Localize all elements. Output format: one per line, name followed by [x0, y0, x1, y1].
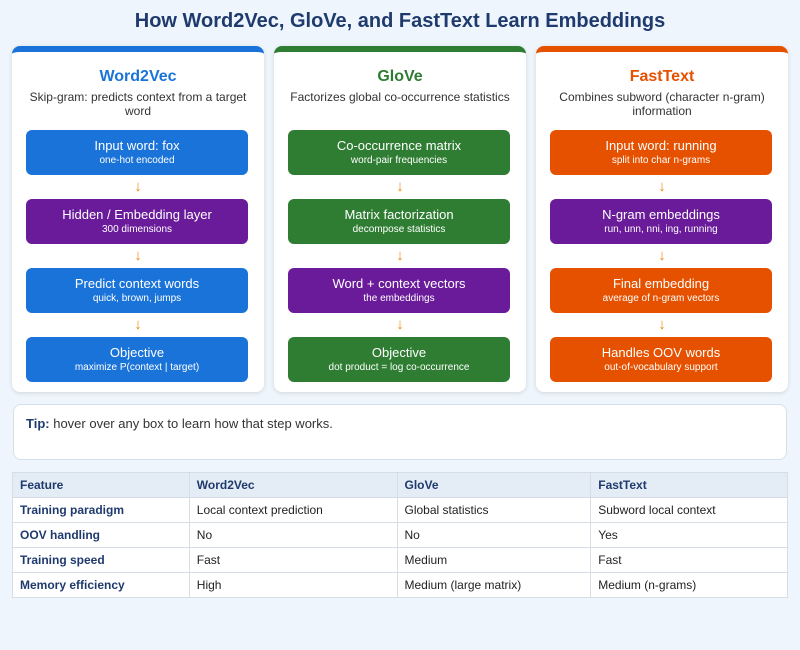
feature-cell: OOV handling	[12, 522, 190, 548]
step-sublabel: 300 dimensions	[101, 224, 173, 235]
arrow-down-icon: ↓	[658, 316, 666, 333]
arrow-down-icon: ↓	[658, 178, 666, 195]
tip-text: hover over any box to learn how that ste…	[53, 416, 333, 431]
comparison-table: Feature Word2Vec GloVe FastText Training…	[12, 472, 788, 598]
feature-cell: Training paradigm	[12, 497, 190, 523]
table-cell: Medium	[396, 547, 592, 573]
card-description: Skip-gram: predicts context from a targe…	[29, 90, 247, 118]
step-box-input-word[interactable]: Input word: running split into char n-gr…	[550, 130, 772, 175]
step-box-ngram-embeddings[interactable]: N-gram embeddings run, unn, nni, ing, ru…	[550, 199, 772, 244]
step-sublabel: average of n-gram vectors	[602, 293, 720, 304]
glove-card: GloVe Factorizes global co-occurrence st…	[274, 46, 526, 392]
step-box-oov-handling[interactable]: Handles OOV words out-of-vocabulary supp…	[550, 337, 772, 382]
step-sublabel: dot product = log co-occurrence	[328, 362, 470, 373]
step-label: Objective	[109, 345, 165, 360]
step-label: N-gram embeddings	[602, 207, 720, 222]
column-header: FastText	[590, 472, 788, 498]
page-title: How Word2Vec, GloVe, and FastText Learn …	[134, 10, 666, 32]
table-cell: Yes	[590, 522, 788, 548]
tip-panel: Tip: hover over any box to learn how tha…	[13, 404, 787, 460]
step-label: Predict context words	[74, 276, 200, 291]
arrow-down-icon: ↓	[134, 178, 142, 195]
step-sublabel: run, unn, nni, ing, running	[604, 224, 718, 235]
table-cell: Fast	[188, 547, 398, 573]
step-box-predict-context[interactable]: Predict context words quick, brown, jump…	[26, 268, 248, 313]
table-cell: Local context prediction	[188, 497, 398, 523]
step-box-matrix-factorization[interactable]: Matrix factorization decompose statistic…	[288, 199, 510, 244]
step-label: Co-occurrence matrix	[336, 138, 462, 153]
step-box-cooccurrence-matrix[interactable]: Co-occurrence matrix word-pair frequenci…	[288, 130, 510, 175]
arrow-down-icon: ↓	[396, 247, 404, 264]
table-cell: Medium (n-grams)	[590, 572, 788, 598]
word2vec-card: Word2Vec Skip-gram: predicts context fro…	[12, 46, 264, 392]
table-cell: Global statistics	[396, 497, 592, 523]
step-box-embedding-layer[interactable]: Hidden / Embedding layer 300 dimensions	[26, 199, 248, 244]
table-cell: No	[188, 522, 398, 548]
column-header: GloVe	[396, 472, 592, 498]
fasttext-card: FastText Combines subword (character n-g…	[536, 46, 788, 392]
table-row: Memory efficiency High Medium (large mat…	[12, 572, 788, 598]
table-cell: Fast	[590, 547, 788, 573]
arrow-down-icon: ↓	[134, 316, 142, 333]
table-cell: Medium (large matrix)	[396, 572, 592, 598]
step-box-final-embedding[interactable]: Final embedding average of n-gram vector…	[550, 268, 772, 313]
arrow-down-icon: ↓	[658, 247, 666, 264]
card-title: Word2Vec	[99, 68, 177, 85]
step-sublabel: the embeddings	[363, 293, 435, 304]
column-header: Word2Vec	[188, 472, 398, 498]
step-sublabel: split into char n-grams	[611, 155, 711, 166]
arrow-down-icon: ↓	[134, 247, 142, 264]
step-sublabel: word-pair frequencies	[350, 155, 448, 166]
step-label: Objective	[371, 345, 427, 360]
step-box-objective[interactable]: Objective dot product = log co-occurrenc…	[288, 337, 510, 382]
step-label: Handles OOV words	[601, 345, 721, 360]
card-title: FastText	[629, 68, 695, 85]
step-label: Word + context vectors	[332, 276, 466, 291]
step-sublabel: out-of-vocabulary support	[604, 362, 718, 373]
table-row: Training paradigm Local context predicti…	[12, 497, 788, 523]
step-label: Input word: fox	[94, 138, 180, 153]
table-cell: No	[396, 522, 592, 548]
step-sublabel: one-hot encoded	[99, 155, 175, 166]
step-label: Input word: running	[605, 138, 717, 153]
card-description: Factorizes global co-occurrence statisti…	[290, 90, 510, 104]
card-title: GloVe	[377, 68, 423, 85]
table-row: Training speed Fast Medium Fast	[12, 547, 788, 573]
tip-label: Tip:	[26, 416, 50, 431]
arrow-down-icon: ↓	[396, 316, 404, 333]
arrow-down-icon: ↓	[396, 178, 404, 195]
step-label: Hidden / Embedding layer	[62, 207, 212, 222]
step-sublabel: maximize P(context | target)	[74, 362, 200, 373]
step-box-objective[interactable]: Objective maximize P(context | target)	[26, 337, 248, 382]
feature-cell: Memory efficiency	[12, 572, 190, 598]
column-header: Feature	[12, 472, 190, 498]
table-header-row: Feature Word2Vec GloVe FastText	[12, 472, 788, 498]
step-sublabel: quick, brown, jumps	[92, 293, 182, 304]
card-description: Combines subword (character n-gram) info…	[559, 90, 765, 118]
table-cell: Subword local context	[590, 497, 788, 523]
feature-cell: Training speed	[12, 547, 190, 573]
step-box-word-context-vectors[interactable]: Word + context vectors the embeddings	[288, 268, 510, 313]
table-row: OOV handling No No Yes	[12, 522, 788, 548]
step-box-input-word[interactable]: Input word: fox one-hot encoded	[26, 130, 248, 175]
step-label: Final embedding	[612, 276, 710, 291]
table-cell: High	[188, 572, 398, 598]
step-sublabel: decompose statistics	[352, 224, 446, 235]
step-label: Matrix factorization	[344, 207, 454, 222]
